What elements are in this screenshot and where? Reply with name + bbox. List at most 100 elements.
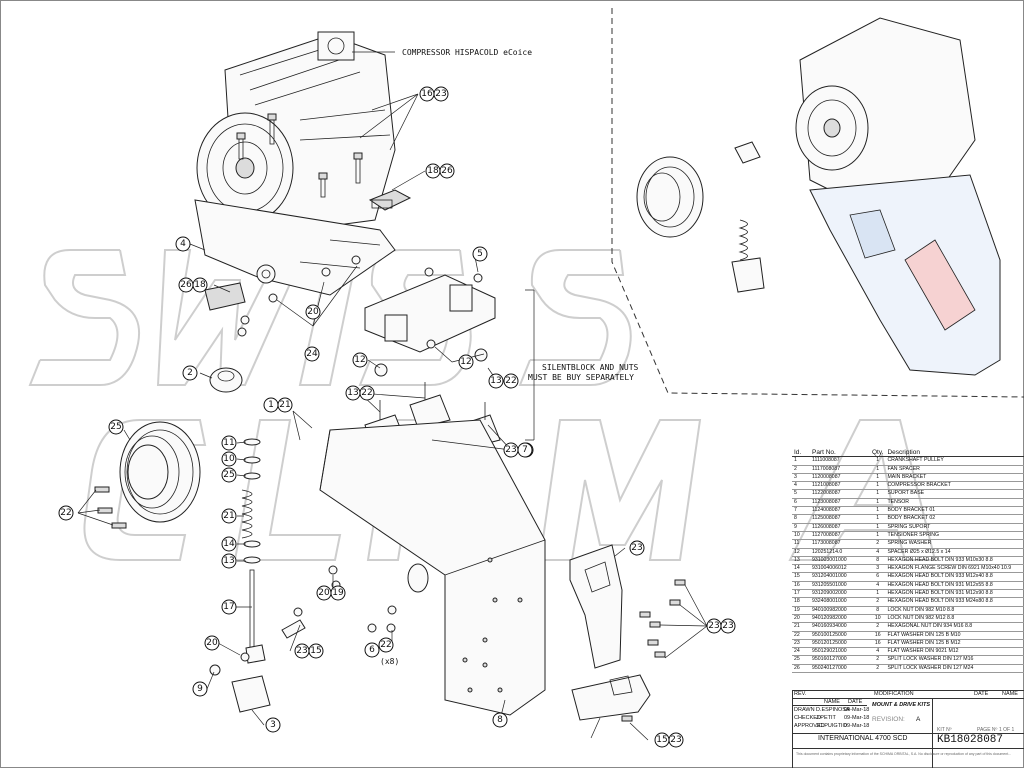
approved-date: 09-Mar-18 [844,723,870,729]
part-number: 950160127000 [810,655,870,665]
part-qty: 4 [870,548,886,557]
part-balloon: 19 [330,585,346,601]
part-description: FLAT WASHER DIN 9021 M12 [885,647,1024,657]
part-number: 1117008087 [810,465,870,474]
part-qty: 1 [870,498,886,508]
part-id: 19 [792,606,810,615]
balloon-circle [503,373,519,389]
part-number: 1121008087 [810,481,870,491]
part-balloon: 10 [221,451,237,467]
part-balloon: 4 [175,236,191,252]
balloon-circle [277,397,293,413]
balloon-number: 23 [296,646,307,656]
balloon-number: 17 [223,602,234,612]
part-description: SPLIT LOCK WASHER DIN 127 M24 [885,664,1024,674]
part-number: 932408001000 [810,597,870,607]
part-qty: 1 [870,514,886,524]
balloon-circle [364,642,380,658]
part-qty: 1 [870,531,886,541]
part-qty: 4 [870,581,886,591]
name-col-label: NAME [824,699,840,705]
sheet-label: PAGE Nº [977,727,998,733]
part-number: 950129021000 [810,647,870,657]
balloon-number: 25 [110,422,121,432]
balloon-number: 22 [380,640,391,650]
balloon-number: 23 [722,621,733,631]
kit-number: KB18028087 [937,734,1004,746]
checked-by: J.PETIT [816,715,836,721]
part-balloon: 26 [178,277,194,293]
approved-by: JC.PUIGTIO [816,723,847,729]
part-id: 17 [792,589,810,599]
balloon-circle [221,508,237,524]
support-base [364,267,496,377]
part-balloon: 3 [265,717,281,733]
compressor [194,31,396,296]
balloon-number: 4 [180,239,186,249]
part-number: 1126008087 [810,523,870,532]
part-balloon: 1 [263,397,279,413]
part-balloon: 23 [433,86,449,102]
part-description: SPLIT LOCK WASHER DIN 127 M16 [885,655,1024,665]
part-qty: 3 [870,564,886,574]
balloon-number: 21 [223,511,234,521]
part-balloon: 15 [308,643,324,659]
part-balloon: 16 [419,86,435,102]
part-id: 10 [792,531,810,541]
part-description: HEXAGON HEAD BOLT DIN 933 M12x40 8.8 [885,572,1024,582]
balloon-number: 13 [223,556,234,566]
checked-label: CHECKED [794,715,821,721]
revision-label: REVISION: [872,716,905,723]
part-description: HEXAGON HEAD BOLT DIN 931 M12x90 8.8 [885,589,1024,599]
part-balloon: 7 [517,442,533,458]
part-balloon: 18 [425,163,441,179]
balloon-number: 15 [310,646,321,656]
balloon-number: 9 [197,684,203,694]
part-number: 1120008087 [810,473,870,483]
balloon-number: 24 [306,349,318,359]
part-balloon: 9 [192,681,208,697]
drawn-label: DRAWN [794,707,815,713]
balloon-number: 14 [223,539,235,549]
sheet-value: 1 OF 1 [999,727,1015,733]
part-number: 950100125000 [810,631,870,640]
balloon-circle [182,365,198,381]
balloon-number: 20 [206,638,218,648]
part-qty: 10 [870,614,886,624]
balloon-circle [492,712,508,728]
part-id: 24 [792,647,810,657]
balloon-circle [221,435,237,451]
body-bracket-01 [569,544,623,669]
part-description: HEXAGON HEAD BOLT DIN 931 M12x55 8.8 [885,581,1024,591]
crankshaft-pulley [94,421,201,529]
part-description: HEXAGON HEAD BOLT DIN 933 M10x30 8.8 [885,556,1024,566]
balloon-circle [221,467,237,483]
part-balloon: 12 [352,352,368,368]
part-id: 9 [792,523,810,532]
balloon-number: 21 [279,400,290,410]
part-balloon: 23 [720,618,736,634]
header-part-no: Part No. [810,449,870,458]
balloon-number: 22 [505,376,516,386]
part-qty: 8 [870,556,886,566]
balloon-circle [433,86,449,102]
balloon-circle [352,352,368,368]
part-balloon: 15 [654,732,670,748]
date-col-label: DATE [848,699,863,705]
kit-no-label: KIT Nº [937,727,952,733]
balloon-circle [330,585,346,601]
part-balloon: 8 [492,712,508,728]
part-number: 1122008087 [810,489,870,499]
part-number: 1125008087 [810,514,870,524]
